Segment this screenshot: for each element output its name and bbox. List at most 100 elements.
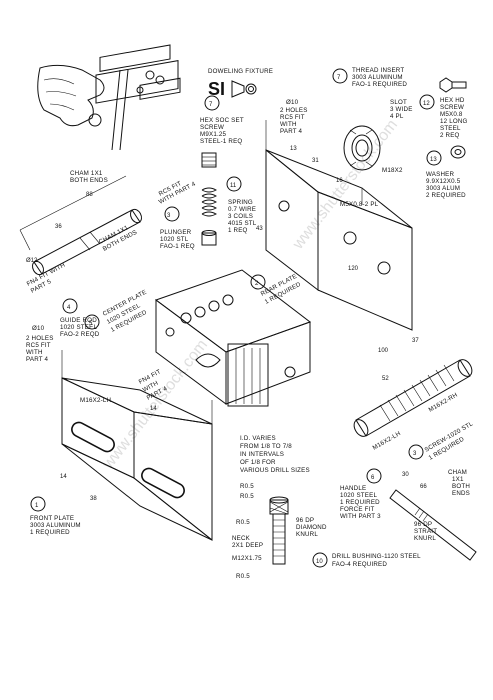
cham-handle-1: CHAM <box>448 469 467 476</box>
drill-bushing-icon <box>269 496 289 565</box>
id-varies-1: I.D. VARIES <box>240 435 276 442</box>
id-varies-4: OF 1/8 FOR <box>240 459 276 466</box>
part-6-callout: 6 <box>366 468 382 484</box>
cham-handle-3: BOTH <box>452 483 470 490</box>
part-1-line1: FRONT PLATE <box>30 515 74 522</box>
svg-text:13: 13 <box>430 157 437 163</box>
thread-insert-icon <box>343 125 381 171</box>
part-12-line4: 12 LONG <box>440 118 468 125</box>
dim-120: 120 <box>348 266 359 272</box>
part-12-line3: M5X0.8 <box>440 111 463 118</box>
rear-holes-4: WITH <box>280 121 297 128</box>
slot-2: 3 WIDE <box>390 106 413 113</box>
rear-holes-5: PART 4 <box>280 128 303 135</box>
r05-a: R0.5 <box>240 483 254 490</box>
svg-text:7: 7 <box>337 75 341 81</box>
part-7-line3: FAO-1 REQUIRED <box>352 81 407 88</box>
screw-part3 <box>353 359 473 437</box>
id-varies-3: IN INTERVALS <box>240 451 284 458</box>
part-2-callout: 2 <box>250 274 266 290</box>
guide-rod-part4 <box>19 175 143 276</box>
title-symbol-icon <box>231 80 257 98</box>
part-9-line2: 0.7 WIRE <box>228 206 256 213</box>
dia-12: Ø12 <box>26 258 38 264</box>
diamond-2: DIAMOND <box>296 524 327 531</box>
part-13-line1: WASHER <box>426 171 454 178</box>
title-prefix: DOWELING FIXTURE <box>208 68 273 75</box>
dim-88: 88 <box>86 192 93 198</box>
part-4-number: 4 <box>67 305 71 311</box>
dim-30: 30 <box>402 472 409 478</box>
cham-handle-4: ENDS <box>452 490 470 497</box>
dim-100: 100 <box>378 348 389 354</box>
front-holes-4: WITH <box>26 349 43 356</box>
title-code: SI <box>208 79 225 99</box>
r05-d: R0.5 <box>236 573 250 580</box>
strait-3: KNURL <box>414 535 436 542</box>
m16rh-screw: M16X2-RH <box>428 392 459 414</box>
svg-text:3: 3 <box>167 213 171 219</box>
part-4-line2: 1020 STEEL <box>60 324 97 331</box>
part-12-callout: 12 <box>419 94 435 110</box>
part-6-line1: HANDLE <box>340 485 366 492</box>
front-holes-2: 2 HOLES <box>26 335 54 342</box>
strait-2: STRAIT <box>414 528 437 535</box>
part-8-line1: HEX SOC SET <box>200 117 244 124</box>
front-holes-5: PART 4 <box>26 356 49 363</box>
part-9-line5: 1 REQ <box>228 227 248 234</box>
part-6-line3: 1 REQUIRED <box>340 499 380 506</box>
part-4-line3: FAO-2 REQD <box>60 331 100 338</box>
hex-screw-icon <box>439 77 467 93</box>
dim-13: 13 <box>290 146 297 152</box>
center-plate-part5 <box>154 269 312 407</box>
part-12-line6: 2 REQ <box>440 132 460 139</box>
m16lh-front: M16X2-LH <box>80 397 111 404</box>
dim-47: 14 <box>150 406 157 412</box>
part-8-line4: STEEL-1 REQ <box>200 138 242 145</box>
set-screw-icon <box>201 152 217 168</box>
cham-handle-2: 1X1 <box>452 476 464 483</box>
part-12-line5: STEEL <box>440 125 461 132</box>
slot-3: 4 PL <box>390 113 404 120</box>
id-varies-5: VARIOUS DRILL SIZES <box>240 467 310 474</box>
rear-holes-2: 2 HOLES <box>280 107 308 114</box>
part-1-line2: 3003 ALUMINUM <box>30 522 81 529</box>
part-10-line2: 1020 STL <box>160 236 189 243</box>
id-varies-2: FROM 1/8 TO 7/8 <box>240 443 292 450</box>
r05-c: R0.5 <box>236 519 250 526</box>
cham-top-note-1: CHAM 1X1 <box>70 170 103 177</box>
rear-holes-1: Ø10 <box>286 99 299 106</box>
dim-14: 14 <box>60 474 67 480</box>
spring-icon <box>201 187 218 217</box>
part-10b-callout: 10 <box>312 552 328 568</box>
svg-text:3: 3 <box>413 451 417 457</box>
part-9-line3: 3 COILS <box>228 213 253 220</box>
rear-holes-3: RC5 FIT <box>280 114 305 121</box>
r05-b: R0.5 <box>240 493 254 500</box>
plunger-icon <box>201 230 217 246</box>
part-10-callout: 3 <box>164 206 180 222</box>
dim-31: 31 <box>312 158 319 164</box>
dim-43: 43 <box>256 226 263 232</box>
svg-text:11: 11 <box>230 183 237 189</box>
part-6-line2: 1020 STEEL <box>340 492 377 499</box>
svg-text:2: 2 <box>255 281 259 287</box>
neck-2: 2X1 DEEP <box>232 542 263 549</box>
part-7-line1: THREAD INSERT <box>352 67 404 74</box>
part-13-line4: 2 REQUIRED <box>426 192 466 199</box>
part-4-line1: GUIDE ROD <box>60 317 97 324</box>
part-3-callout: 3 <box>408 444 424 460</box>
part-9-line1: SPRING <box>228 199 253 206</box>
part-7-line2: 3003 ALUMINUM <box>352 74 403 81</box>
m18-note: M18X2 <box>382 167 403 174</box>
part-8-line3: M9X1.25 <box>200 131 227 138</box>
front-plate-part1 <box>61 350 213 542</box>
watermark-text: www.shutterstock.com <box>289 117 401 254</box>
part-1-callout: 1 <box>30 496 46 512</box>
rear-plate-part2 <box>265 120 413 331</box>
svg-text:12: 12 <box>423 101 430 107</box>
part-10-line1: PLUNGER <box>160 229 192 236</box>
m16lh-screw: M16X2-LH <box>372 430 403 452</box>
part-10-line3: FAO-1 REQ <box>160 243 195 250</box>
